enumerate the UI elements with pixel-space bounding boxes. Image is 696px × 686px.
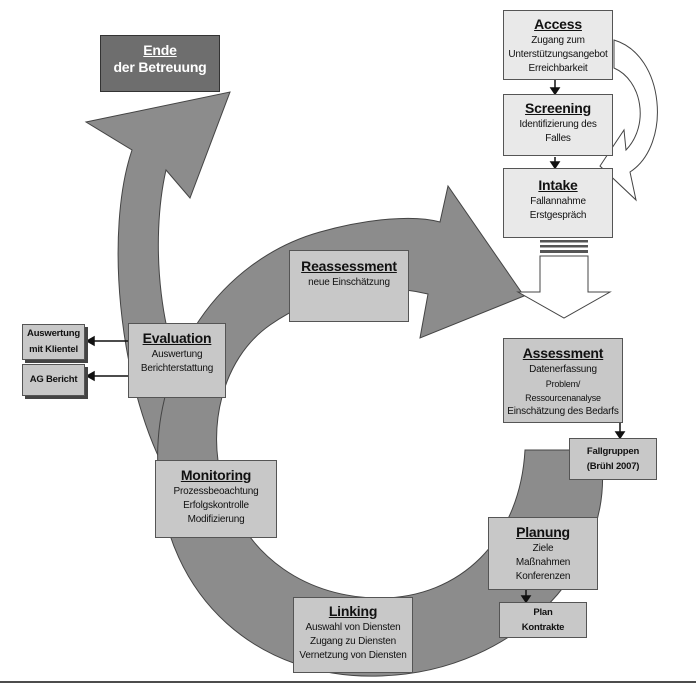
plan-line: Plan [533, 607, 553, 618]
access-to-intake-arrow [599, 39, 658, 202]
end-box-subtitle: der Betreuung [113, 59, 207, 75]
auswertung-line: Auswertung [27, 328, 80, 339]
evaluation-box: Evaluation Auswertung Berichterstattung [128, 323, 226, 398]
linking-box: Linking Auswahl von Diensten Zugang zu D… [293, 597, 413, 673]
intake-box: Intake Fallannahme Erstgespräch [503, 168, 613, 238]
assessment-box: Assessment Datenerfassung Problem/ Resso… [503, 338, 623, 423]
planung-line: Konferenzen [515, 571, 571, 582]
planung-title: Planung [516, 524, 570, 540]
plan-box: Plan Kontrakte [499, 602, 587, 638]
reassessment-title: Reassessment [301, 258, 397, 274]
fallgruppen-line: Fallgruppen [586, 446, 640, 457]
assessment-line: Problem/ Ressourcenanalyse [525, 379, 601, 403]
intake-line: Erstgespräch [529, 210, 587, 221]
end-box-title: Ende [143, 42, 177, 58]
planung-line: Ziele [532, 543, 554, 554]
access-title: Access [534, 16, 582, 32]
assessment-line: Datenerfassung [529, 364, 597, 375]
linking-line: Zugang zu Diensten [310, 636, 396, 647]
fallgruppen-line: (Brühl 2007) [586, 461, 640, 472]
auswertung-line: mit Klientel [29, 344, 78, 355]
linking-line: Vernetzung von Diensten [299, 650, 407, 661]
screening-title: Screening [525, 100, 591, 116]
monitoring-box: Monitoring Prozessbeoachtung Erfolgskont… [155, 460, 277, 538]
intake-line: Fallannahme [530, 196, 586, 207]
evaluation-title: Evaluation [142, 330, 212, 346]
access-line: Zugang zum [531, 35, 585, 46]
monitoring-line: Erfolgskontrolle [183, 500, 249, 511]
screening-line: Falles [545, 133, 571, 144]
plan-line: Kontrakte [521, 622, 565, 633]
planung-box: Planung Ziele Maßnahmen Konferenzen [488, 517, 598, 590]
connectors [85, 78, 626, 604]
linking-line: Auswahl von Diensten [305, 622, 401, 633]
intake-to-assessment-arrow [516, 240, 612, 319]
assessment-title: Assessment [522, 345, 604, 361]
evaluation-line: Auswertung [151, 349, 203, 360]
screening-box: Screening Identifizierung des Falles [503, 94, 613, 156]
assessment-line: Einschätzung des Bedarfs [507, 406, 619, 417]
monitoring-line: Modifizierung [187, 514, 245, 525]
reassessment-line: neue Einschätzung [308, 277, 390, 288]
auswertung-klientel-box: Auswertung mit Klientel [22, 324, 85, 360]
screening-line: Identifizierung des [519, 119, 597, 130]
monitoring-title: Monitoring [180, 467, 252, 483]
fallgruppen-box: Fallgruppen (Brühl 2007) [569, 438, 657, 480]
planung-line: Maßnahmen [515, 557, 571, 568]
access-line: Unterstützungsangebot [508, 49, 608, 60]
linking-title: Linking [328, 603, 378, 619]
monitoring-line: Prozessbeoachtung [173, 486, 259, 497]
ag-bericht-box: AG Bericht [22, 364, 85, 396]
access-line: Erreichbarkeit [528, 63, 588, 74]
access-box: Access Zugang zum Unterstützungsangebot … [503, 10, 613, 80]
evaluation-line: Berichterstattung [140, 363, 214, 374]
reassessment-box: Reassessment neue Einschätzung [289, 250, 409, 322]
end-of-care-box: Ende der Betreuung [100, 35, 220, 92]
ag-bericht-line: AG Bericht [29, 374, 78, 385]
intake-title: Intake [538, 177, 578, 193]
